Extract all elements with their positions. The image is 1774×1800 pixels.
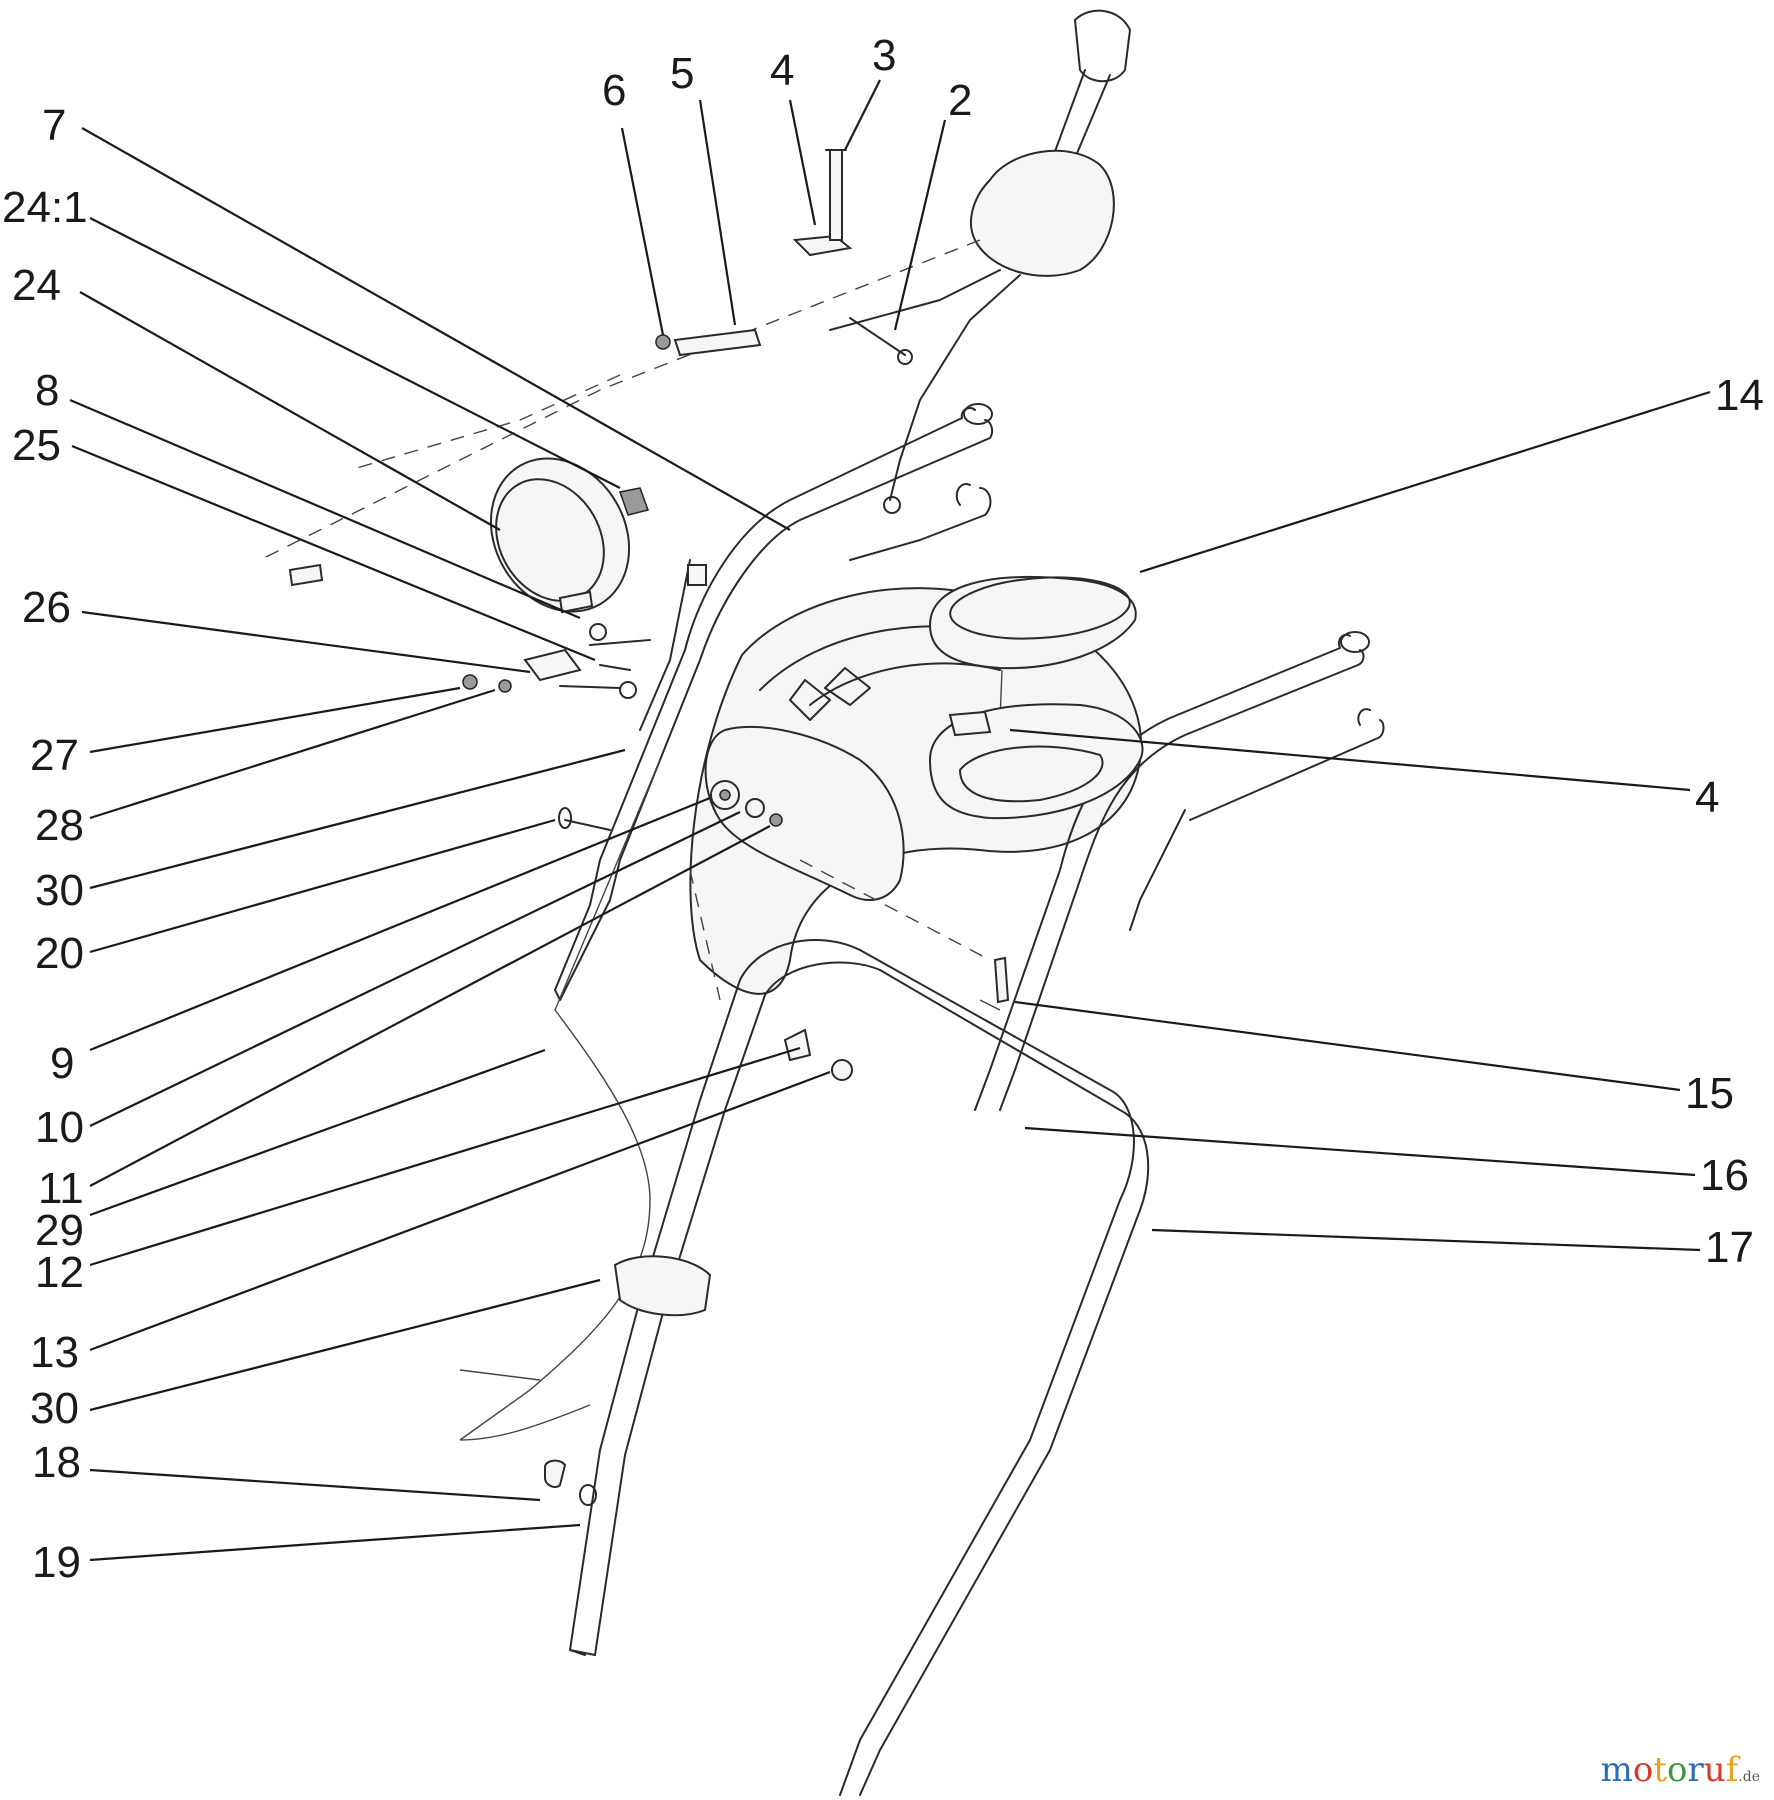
leader-8 bbox=[69, 398, 581, 620]
callout-30-upper: 30 bbox=[35, 866, 84, 915]
leader-26 bbox=[81, 610, 531, 674]
leader-30a bbox=[89, 748, 626, 890]
callout-16: 16 bbox=[1700, 1151, 1749, 1200]
callout-2: 2 bbox=[948, 76, 972, 125]
callout-17: 17 bbox=[1705, 1223, 1754, 1272]
watermark-letter: m bbox=[1600, 1750, 1633, 1790]
watermark-suffix: .de bbox=[1738, 1769, 1760, 1785]
watermark-letter: t bbox=[1653, 1750, 1668, 1790]
leader-4a bbox=[788, 99, 817, 226]
callout-11: 11 bbox=[38, 1164, 84, 1213]
callout-4-right: 4 bbox=[1695, 773, 1719, 822]
leader-10 bbox=[89, 811, 741, 1127]
leader-5 bbox=[698, 99, 737, 326]
leader-11 bbox=[89, 825, 771, 1187]
leader-28 bbox=[89, 688, 496, 820]
upper-assembly-axis bbox=[259, 239, 981, 561]
watermark-logo: motoruf.de bbox=[1601, 1750, 1760, 1790]
watermark-letter: o bbox=[1632, 1750, 1654, 1790]
callout-14: 14 bbox=[1715, 371, 1764, 420]
watermark-letter: o bbox=[1667, 1750, 1688, 1790]
callout-27: 27 bbox=[30, 731, 79, 780]
callout-24: 24 bbox=[12, 261, 61, 310]
leader-6 bbox=[620, 127, 665, 336]
callout-15: 15 bbox=[1685, 1069, 1734, 1118]
callout-labels: 7 24:1 24 8 25 26 27 28 30 20 9 10 11 29… bbox=[2, 31, 1764, 1587]
lower-handle-right bbox=[839, 949, 1150, 1796]
callout-25: 25 bbox=[12, 421, 61, 470]
watermark-letter: f bbox=[1725, 1750, 1739, 1790]
top-hardware bbox=[288, 149, 913, 587]
leader-19 bbox=[89, 1523, 581, 1562]
leader-24-1 bbox=[89, 217, 621, 489]
callout-10: 10 bbox=[35, 1103, 84, 1152]
callout-29: 29 bbox=[35, 1206, 84, 1255]
callout-12: 12 bbox=[35, 1248, 84, 1297]
leader-24 bbox=[79, 291, 501, 531]
lower-handle-left bbox=[569, 939, 881, 1656]
right-upper-handle bbox=[974, 631, 1385, 1111]
callout-13: 13 bbox=[30, 1328, 79, 1377]
callout-19: 19 bbox=[32, 1538, 81, 1587]
leader-14 bbox=[1139, 390, 1711, 574]
watermark-letter: r bbox=[1687, 1750, 1704, 1790]
callout-4-top: 4 bbox=[770, 46, 794, 95]
leader-20 bbox=[89, 818, 556, 954]
callout-18: 18 bbox=[32, 1438, 81, 1487]
callout-8: 8 bbox=[35, 366, 59, 415]
leader-25 bbox=[71, 444, 596, 662]
lower-hardware bbox=[544, 956, 1010, 1506]
leader-18 bbox=[89, 1468, 541, 1502]
leader-16 bbox=[1024, 1126, 1696, 1177]
callout-24-1: 24:1 bbox=[2, 183, 88, 232]
leader-15 bbox=[1014, 1000, 1681, 1092]
dash-plate bbox=[558, 725, 905, 901]
leader-7 bbox=[81, 127, 791, 531]
leader-12 bbox=[89, 1046, 801, 1267]
chute-cup bbox=[928, 576, 1144, 820]
leader-17 bbox=[1151, 1228, 1701, 1252]
leader-30b bbox=[89, 1278, 601, 1412]
headlight bbox=[462, 457, 707, 731]
shroud-outline bbox=[459, 759, 991, 1441]
callout-3: 3 bbox=[872, 31, 896, 80]
callout-9: 9 bbox=[50, 1039, 74, 1088]
leader-4b bbox=[1009, 728, 1691, 792]
callout-6: 6 bbox=[602, 66, 626, 115]
leader-29 bbox=[89, 1048, 546, 1217]
callout-28: 28 bbox=[35, 801, 84, 850]
leader-3 bbox=[844, 79, 881, 151]
leader-13 bbox=[89, 1070, 831, 1352]
leader-9 bbox=[89, 796, 711, 1052]
callout-26: 26 bbox=[22, 583, 71, 632]
callout-7: 7 bbox=[42, 101, 66, 150]
leader-2 bbox=[893, 119, 947, 331]
leader-lines bbox=[69, 79, 1711, 1562]
callout-20: 20 bbox=[35, 929, 84, 978]
parts-drawing bbox=[259, 9, 1385, 1796]
leader-27 bbox=[89, 686, 461, 754]
callout-5: 5 bbox=[670, 49, 694, 98]
watermark-letter: u bbox=[1703, 1750, 1726, 1790]
left-upper-handle bbox=[554, 403, 994, 1001]
shift-lever bbox=[829, 9, 1131, 514]
callout-30-lower: 30 bbox=[30, 1384, 79, 1433]
